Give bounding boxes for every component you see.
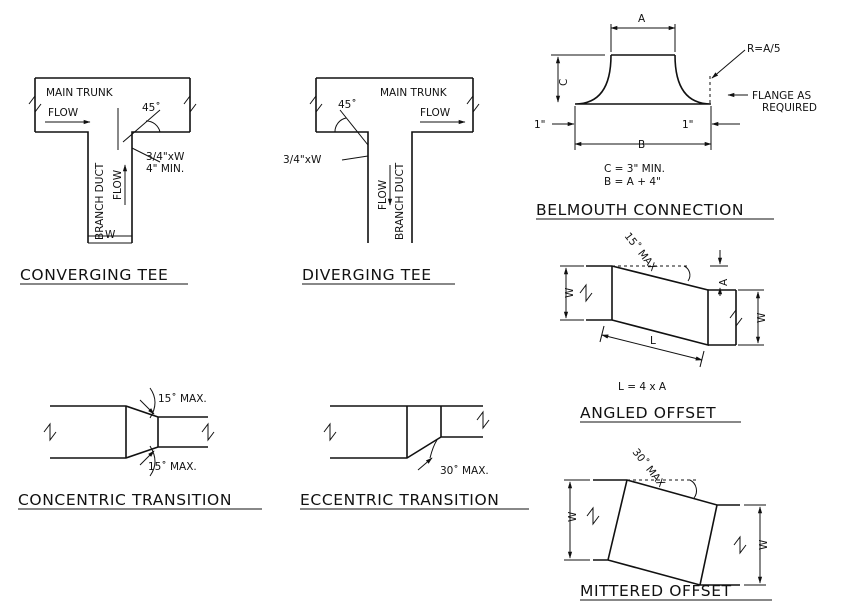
belmouth-dim-c: C [558,79,570,86]
angled-l-label: L [650,335,656,347]
diverging-flow-main-label: FLOW [420,107,451,119]
mittered-offset: 30˚ MAX W W MITTERED OFFSET [564,446,772,601]
converging-flow-branch-label: FLOW [112,169,124,200]
diverging-angle-label: 45˚ [338,99,357,111]
converging-main-trunk-label: MAIN TRUNK [46,87,114,99]
diverging-tee: MAIN TRUNK FLOW 45˚ 3/4"xW FLOW BRANCH D… [283,77,480,285]
belmouth-connection: A C B R=A/5 FLANGE AS REQUIRED 1" 1" C =… [534,13,817,220]
converging-angle-label: 45˚ [142,102,161,114]
belmouth-right-1: 1" [682,119,694,131]
belmouth-radius-label: R=A/5 [747,43,781,55]
mittered-max-angle: 30˚ MAX [630,446,667,489]
angled-offset-title: ANGLED OFFSET [580,404,716,422]
mittered-title: MITTERED OFFSET [580,582,732,600]
converging-branch-duct-label: BRANCH DUCT [94,162,106,240]
mittered-w-left: W [567,511,579,522]
concentric-bottom-angle: 15˚ MAX. [148,461,197,473]
concentric-transition: 15˚ MAX. 15˚ MAX. CONCENTRIC TRANSITION [18,387,262,510]
eccentric-angle: 30˚ MAX. [440,465,489,477]
converging-tee-title: CONVERGING TEE [20,266,168,284]
angled-note: L = 4 x A [618,381,667,393]
angled-max-angle: 15˚ MAX [622,230,659,273]
belmouth-dim-b: B [638,139,645,151]
belmouth-note-2: B = A + 4" [604,176,661,188]
belmouth-flange-label-1: FLANGE AS [752,90,811,102]
eccentric-title: ECCENTRIC TRANSITION [300,491,499,509]
diverging-main-trunk-label: MAIN TRUNK [380,87,448,99]
angled-offset: 15˚ MAX W W A L L = 4 x A ANGLED OFFSET [560,230,768,423]
converging-width-label: W [105,229,116,241]
angled-w-right: W [756,312,768,323]
diverging-flow-branch-label: FLOW [377,179,389,210]
converging-tee: MAIN TRUNK FLOW 45˚ 3/4"xW 4" MIN. BRANC… [20,77,197,285]
concentric-top-angle: 15˚ MAX. [158,393,207,405]
angled-a-label: A [718,278,730,286]
concentric-title: CONCENTRIC TRANSITION [18,491,232,509]
converging-flow-main-label: FLOW [48,107,79,119]
belmouth-left-1: 1" [534,119,546,131]
mittered-w-right: W [758,539,770,550]
diverging-tee-title: DIVERGING TEE [302,266,432,284]
belmouth-dim-a: A [638,13,646,25]
diverging-dim-label: 3/4"xW [283,154,322,166]
angled-w-left: W [564,287,576,298]
eccentric-transition: 30˚ MAX. ECCENTRIC TRANSITION [300,405,529,510]
belmouth-flange-label-2: REQUIRED [762,102,817,114]
converging-dim-label-1: 3/4"xW [146,151,185,163]
belmouth-title: BELMOUTH CONNECTION [536,201,744,219]
belmouth-note-1: C = 3" MIN. [604,163,665,175]
diverging-branch-duct-label: BRANCH DUCT [394,162,406,240]
converging-dim-label-2: 4" MIN. [146,163,184,175]
